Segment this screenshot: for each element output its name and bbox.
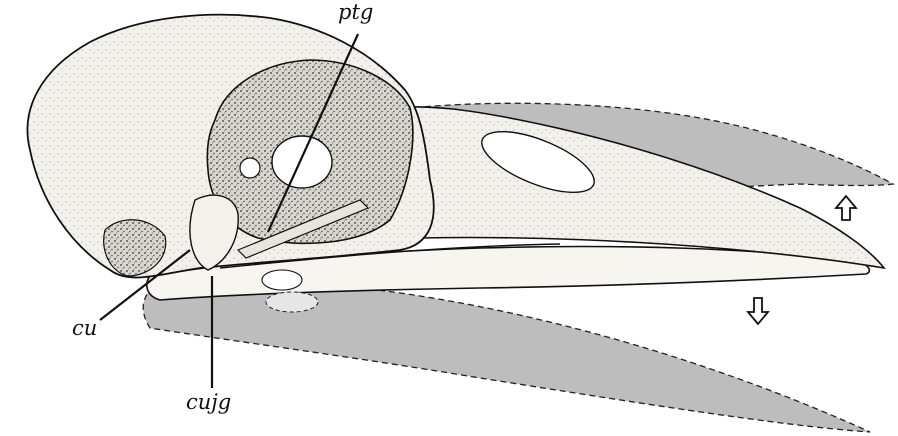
arrow-up-icon [836, 196, 856, 220]
label-cujg: cujg [186, 392, 231, 413]
optic-foramen [272, 136, 332, 188]
small-foramen [240, 158, 260, 178]
label-ptg: ptg [338, 2, 373, 23]
label-cu: cu [72, 318, 97, 339]
mandibular-fenestra-shadow [266, 292, 318, 312]
arrow-down-icon [748, 298, 768, 324]
mandibular-fenestra [262, 270, 302, 290]
